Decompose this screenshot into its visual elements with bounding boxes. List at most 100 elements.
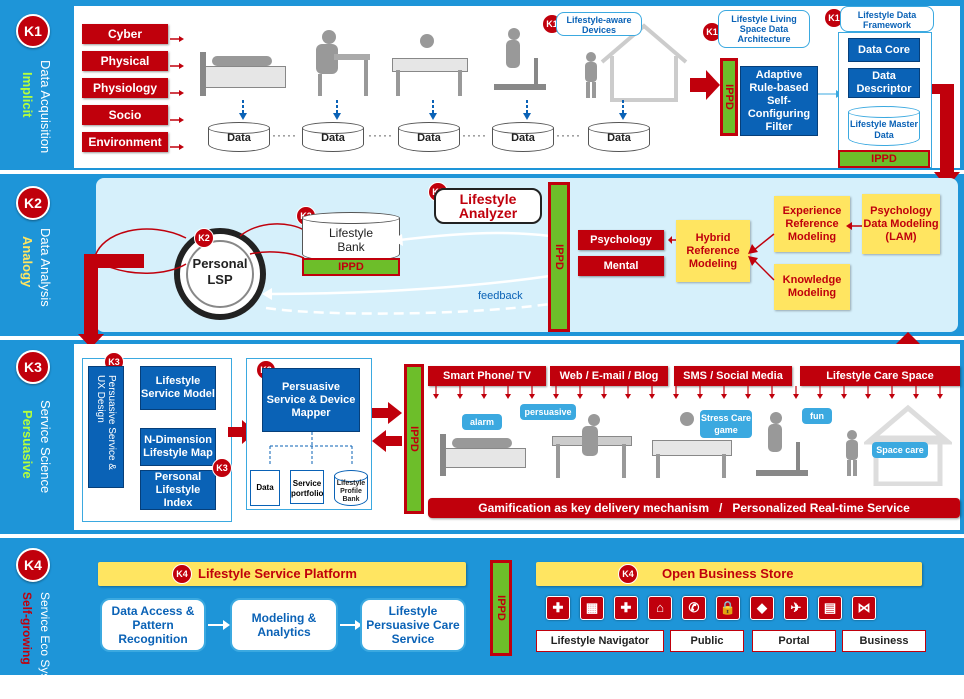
hybrid-modeling: Hybrid Reference Modeling bbox=[676, 220, 750, 282]
source-arrow bbox=[170, 30, 184, 42]
data-doc: Data bbox=[250, 470, 280, 506]
store-header: K4 Open Business Store bbox=[536, 562, 922, 586]
step-arrow bbox=[208, 618, 230, 630]
data-store-label: Data bbox=[227, 132, 251, 144]
nav-business[interactable]: Business bbox=[842, 630, 926, 652]
source-arrow bbox=[170, 84, 184, 96]
channel-tab: Lifestyle Care Space bbox=[800, 366, 960, 386]
index-k3-badge: K3 bbox=[212, 458, 232, 478]
nav-public[interactable]: Public bbox=[670, 630, 744, 652]
k4-subtitle: Self-growing bbox=[20, 592, 34, 665]
ndim-map: N-Dimension Lifestyle Map bbox=[140, 428, 216, 466]
treadmill-illustration bbox=[490, 28, 550, 96]
adaptive-filter: Adaptive Rule-based Self-Configuring Fil… bbox=[740, 66, 818, 136]
data-store: Data bbox=[208, 122, 270, 152]
k3-walker bbox=[842, 430, 862, 476]
car-icon[interactable]: ◆ bbox=[750, 596, 774, 620]
medical-icon[interactable]: ✚ bbox=[546, 596, 570, 620]
k1-ippd: IPPD bbox=[720, 58, 738, 136]
dashed-arrow bbox=[428, 100, 438, 120]
k1-subtitle: Implicit bbox=[20, 72, 35, 118]
bed-illustration bbox=[200, 42, 286, 96]
mapper-dashed-arrows bbox=[269, 432, 353, 464]
framework-item: Data Descriptor bbox=[848, 68, 920, 98]
ux-design: Persuasive Service & UX Design bbox=[88, 366, 124, 488]
data-store: Data bbox=[492, 122, 554, 152]
source-arrow bbox=[170, 111, 184, 123]
data-store: Data bbox=[588, 122, 650, 152]
channel-tab: Smart Phone/ TV bbox=[428, 366, 546, 386]
platform-header: K4 Lifestyle Service Platform bbox=[98, 562, 466, 586]
bubble-3: fun bbox=[802, 408, 832, 424]
platform-title: Lifestyle Service Platform bbox=[198, 566, 357, 581]
platform-k4-badge: K4 bbox=[172, 564, 192, 584]
bubble-1: persuasive bbox=[520, 404, 576, 420]
ellipsis: ····· bbox=[556, 128, 581, 142]
device-mapper: Persuasive Service & Device Mapper bbox=[262, 368, 360, 432]
store-title: Open Business Store bbox=[662, 566, 794, 581]
lsp-label: Personal LSP bbox=[192, 256, 248, 287]
device-callout: Lifestyle-aware Devices bbox=[556, 12, 642, 36]
data-store: Data bbox=[302, 122, 364, 152]
k3-treadmill bbox=[752, 412, 812, 480]
bubble-0: alarm bbox=[462, 414, 502, 430]
source-arrow bbox=[170, 57, 184, 69]
k2-to-k3-connector bbox=[84, 254, 144, 268]
k3-subtitle: Persuasive bbox=[20, 410, 35, 479]
k2-subtitle: Analogy bbox=[20, 236, 35, 288]
k2-badge: K2 bbox=[16, 186, 50, 220]
platform-step: Modeling & Analytics bbox=[230, 598, 338, 652]
dashed-arrow bbox=[522, 100, 532, 120]
source-environment: Environment bbox=[82, 132, 168, 152]
dashed-arrow bbox=[332, 100, 342, 120]
personal-lsp: Personal LSP bbox=[174, 228, 266, 320]
k3-ippd: IPPD bbox=[404, 364, 424, 514]
hospital-icon[interactable]: ⌂ bbox=[648, 596, 672, 620]
framework-item: Data Core bbox=[848, 38, 920, 62]
k4-title: Service Eco System bbox=[38, 592, 52, 699]
source-arrow bbox=[170, 138, 184, 150]
step-arrow bbox=[340, 618, 362, 630]
book-icon[interactable]: ▤ bbox=[818, 596, 842, 620]
k2-title: Data Analysis bbox=[38, 228, 53, 307]
k3-bottom-bar: Gamification as key delivery mechanism /… bbox=[428, 498, 960, 518]
source-socio: Socio bbox=[82, 105, 168, 125]
desk-person-illustration bbox=[300, 30, 370, 96]
master-data-store: Lifestyle Master Data bbox=[848, 106, 920, 146]
data-store-label: Data bbox=[321, 132, 345, 144]
health-cross-icon[interactable]: ✚ bbox=[614, 596, 638, 620]
lsp-connectors bbox=[93, 223, 305, 274]
phone-icon[interactable]: ✆ bbox=[682, 596, 706, 620]
framework-callout: Lifestyle Data Framework bbox=[840, 6, 934, 32]
platform-step: Lifestyle Persuasive Care Service bbox=[360, 598, 466, 652]
airplane-icon[interactable]: ✈ bbox=[784, 596, 808, 620]
dashed-arrow bbox=[238, 100, 248, 120]
k1-badge: K1 bbox=[16, 14, 50, 48]
lock-icon[interactable]: 🔒 bbox=[716, 596, 740, 620]
store-k4-badge: K4 bbox=[618, 564, 638, 584]
channel-tab: Web / E-mail / Blog bbox=[550, 366, 668, 386]
share-icon[interactable]: ⋈ bbox=[852, 596, 876, 620]
k3-bed bbox=[440, 426, 526, 476]
bubble-4: Space care bbox=[872, 442, 928, 458]
service-portfolio-doc: Service portfolio bbox=[290, 470, 324, 504]
nav-lifestyle-navigator[interactable]: Lifestyle Navigator bbox=[536, 630, 664, 652]
arch-callout: Lifestyle Living Space Data Architecture bbox=[718, 10, 810, 48]
tag-mental: Mental bbox=[578, 256, 664, 276]
k1-title: Data Acquisition bbox=[38, 60, 53, 154]
tag-psychology: Psychology bbox=[578, 230, 664, 250]
data-store-label: Data bbox=[607, 132, 631, 144]
psychology-data-modeling: Psychology Data Modeling (LAM) bbox=[862, 194, 940, 254]
k2-ippd: IPPD bbox=[548, 182, 570, 332]
nav-portal[interactable]: Portal bbox=[752, 630, 836, 652]
bubble-2: Stress Care game bbox=[700, 410, 752, 438]
ellipsis: ····· bbox=[368, 128, 393, 142]
data-store: Data bbox=[398, 122, 460, 152]
chart-icon[interactable]: ▦ bbox=[580, 596, 604, 620]
service-model: Lifestyle Service Model bbox=[140, 366, 216, 410]
data-store-label: Data bbox=[511, 132, 535, 144]
house-outline bbox=[600, 23, 688, 102]
experience-modeling: Experience Reference Modeling bbox=[774, 196, 850, 252]
profile-bank: Lifestyle Profile Bank bbox=[334, 470, 368, 506]
ellipsis: ····· bbox=[272, 128, 297, 142]
